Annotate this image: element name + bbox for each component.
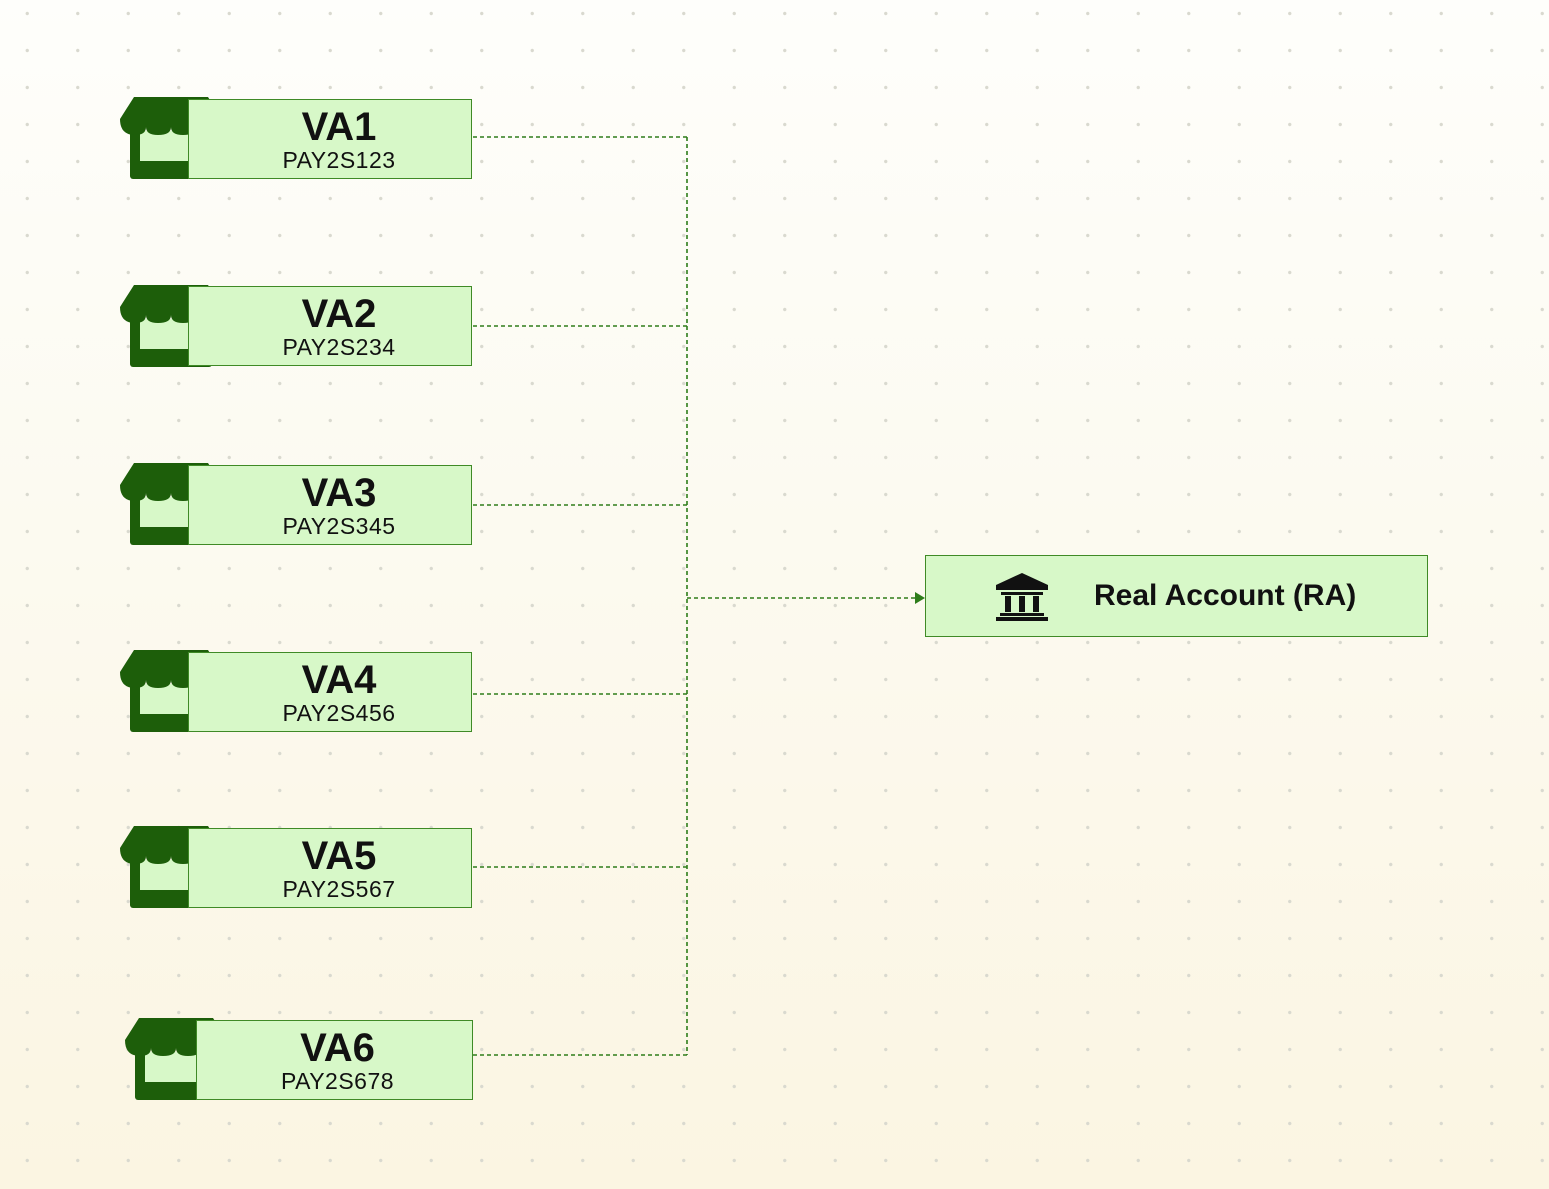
va-node-5: VA5 PAY2S567	[188, 828, 472, 908]
va-code: PAY2S234	[282, 334, 396, 360]
va-code: PAY2S456	[282, 700, 396, 726]
va-code: PAY2S567	[282, 876, 396, 902]
real-account-node: Real Account (RA)	[925, 555, 1428, 637]
va-code: PAY2S345	[282, 513, 396, 539]
va-node-2: VA2 PAY2S234	[188, 286, 472, 366]
va-name: VA6	[300, 1026, 375, 1070]
real-account-label: Real Account (RA)	[1094, 579, 1357, 612]
va-node-1: VA1 PAY2S123	[188, 99, 472, 179]
va-node-6: VA6 PAY2S678	[196, 1020, 473, 1100]
va-node-4: VA4 PAY2S456	[188, 652, 472, 732]
va-name: VA1	[301, 105, 377, 149]
va-code: PAY2S678	[280, 1068, 395, 1094]
va-node-3: VA3 PAY2S345	[188, 465, 472, 545]
va-name: VA5	[301, 834, 377, 878]
va-name: VA2	[301, 292, 377, 336]
connector-arrowhead	[915, 592, 925, 604]
va-name: VA4	[301, 658, 377, 702]
bank-icon	[994, 571, 1050, 621]
va-code: PAY2S123	[282, 147, 396, 173]
va-name: VA3	[301, 471, 377, 515]
